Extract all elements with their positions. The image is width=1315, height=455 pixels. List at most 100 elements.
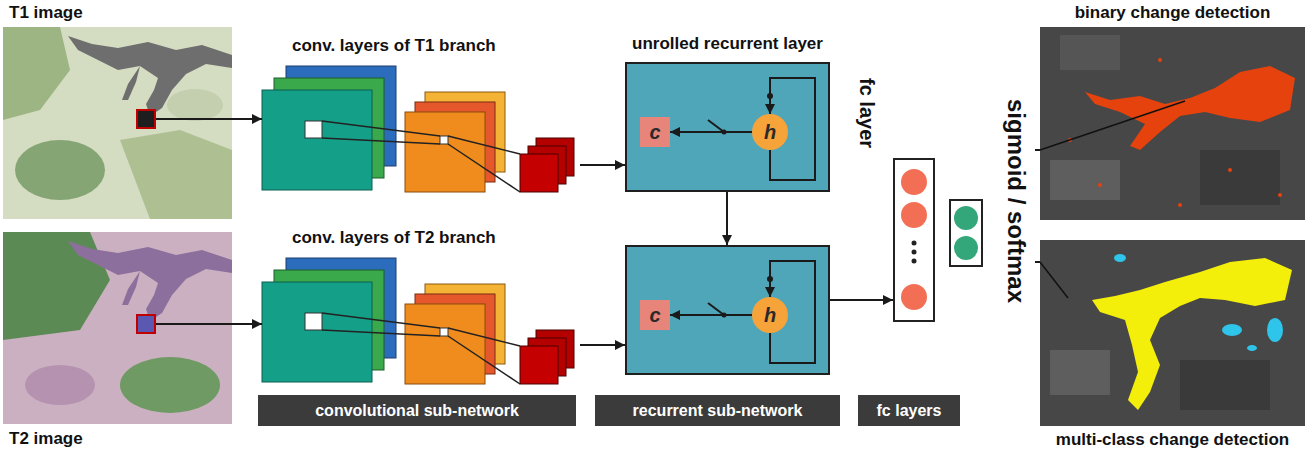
patch-leader bbox=[156, 118, 232, 120]
band-label: convolutional sub-network bbox=[315, 401, 519, 421]
projection-line bbox=[322, 313, 440, 328]
map-texture bbox=[1200, 150, 1280, 205]
section-band: fc layers bbox=[858, 395, 960, 426]
map-texture bbox=[1180, 360, 1270, 410]
lake bbox=[68, 36, 232, 116]
neuron bbox=[901, 169, 927, 195]
connector bbox=[580, 164, 625, 166]
band-label: fc layers bbox=[877, 401, 942, 421]
change-speck bbox=[1098, 183, 1102, 187]
recurrent-fill bbox=[625, 245, 830, 375]
connector bbox=[726, 192, 728, 245]
output-neuron bbox=[954, 236, 978, 260]
fc-layer: fc layer bbox=[893, 158, 935, 322]
projection-line bbox=[448, 336, 520, 384]
memory-cell: c bbox=[640, 117, 670, 147]
output-neuron bbox=[954, 206, 978, 230]
memory-cell: c bbox=[640, 300, 670, 330]
hidden-state: h bbox=[752, 114, 788, 150]
projection-line bbox=[322, 330, 440, 336]
connector bbox=[670, 314, 752, 316]
receptive-field bbox=[305, 121, 322, 138]
node-heading: multi-class change detection bbox=[1056, 430, 1289, 450]
patch-leader bbox=[156, 323, 232, 325]
field-patch bbox=[167, 89, 223, 121]
field-patch bbox=[25, 365, 95, 405]
cell-symbol: h bbox=[764, 121, 776, 143]
node-heading: conv. layers of T2 branch bbox=[292, 228, 496, 248]
lake bbox=[68, 241, 232, 321]
map-ground bbox=[1040, 240, 1305, 426]
feature-map bbox=[405, 112, 485, 192]
ellipsis-dot bbox=[912, 241, 917, 246]
node-heading: unrolled recurrent layer bbox=[632, 34, 823, 54]
map-texture bbox=[1050, 350, 1110, 395]
projection-line bbox=[448, 144, 520, 192]
conv-branch: conv. layers of T2 branch bbox=[262, 258, 580, 384]
cell-symbol: c bbox=[649, 121, 660, 143]
change-map: binary change detection bbox=[1040, 27, 1305, 220]
neuron bbox=[901, 202, 927, 228]
satellite-ground bbox=[3, 27, 232, 219]
connector bbox=[1035, 149, 1040, 151]
ellipsis-dot bbox=[912, 250, 917, 255]
junction-dot bbox=[767, 276, 773, 282]
connector bbox=[830, 299, 893, 301]
forest-patch bbox=[3, 232, 110, 340]
node-heading: conv. layers of T1 branch bbox=[292, 36, 496, 56]
other-change bbox=[1114, 254, 1126, 262]
node-heading: T2 image bbox=[9, 429, 83, 449]
change-speck bbox=[1228, 168, 1232, 172]
node-heading: binary change detection bbox=[1075, 3, 1271, 23]
changed-area bbox=[1085, 66, 1295, 150]
fc-fill bbox=[893, 158, 935, 322]
neuron bbox=[901, 284, 927, 310]
junction-dot bbox=[767, 93, 773, 99]
input-image: T2 image bbox=[3, 232, 232, 424]
connector bbox=[232, 323, 262, 325]
conv-branch: conv. layers of T1 branch bbox=[262, 66, 580, 192]
pointer-line bbox=[1040, 262, 1068, 298]
switch-blade bbox=[708, 303, 724, 315]
feature-map bbox=[520, 346, 558, 384]
connector bbox=[580, 344, 625, 346]
satellite-ground bbox=[3, 232, 232, 424]
output-layer: sigmoid / softmax bbox=[945, 95, 1035, 345]
vertical-label: sigmoid / softmax bbox=[1001, 99, 1030, 303]
change-speck bbox=[1158, 58, 1162, 62]
section-band: recurrent sub-network bbox=[595, 395, 840, 426]
image-patch bbox=[137, 110, 155, 128]
connector bbox=[670, 131, 752, 133]
change-map: multi-class change detection bbox=[1040, 240, 1305, 426]
receptive-field bbox=[305, 313, 322, 330]
feature-map bbox=[405, 304, 485, 384]
cell-symbol: h bbox=[764, 304, 776, 326]
map-ground bbox=[1040, 27, 1305, 220]
recurrent-layer: ch bbox=[625, 245, 830, 375]
connector bbox=[232, 118, 262, 120]
recurrent-layer: chunrolled recurrent layer bbox=[625, 62, 830, 192]
node-heading: T1 image bbox=[9, 3, 83, 23]
other-change bbox=[1267, 318, 1283, 342]
change-speck bbox=[1178, 203, 1182, 207]
vertical-label: fc layer bbox=[855, 78, 879, 148]
changed-area bbox=[1092, 258, 1292, 410]
forest-patch bbox=[3, 27, 70, 120]
cell-symbol: c bbox=[649, 304, 660, 326]
lake-branch bbox=[122, 66, 140, 100]
band-label: recurrent sub-network bbox=[633, 401, 803, 421]
receptive-field bbox=[440, 328, 448, 336]
forest-patch bbox=[15, 140, 105, 200]
ellipsis-dot bbox=[912, 259, 917, 264]
change-speck bbox=[1278, 193, 1282, 197]
feature-map bbox=[520, 154, 558, 192]
image-patch bbox=[137, 315, 155, 333]
section-band: convolutional sub-network bbox=[258, 395, 576, 426]
output-layer-box bbox=[950, 200, 982, 266]
hidden-state: h bbox=[752, 297, 788, 333]
lake-branch bbox=[122, 271, 140, 305]
switch-blade bbox=[708, 120, 724, 132]
